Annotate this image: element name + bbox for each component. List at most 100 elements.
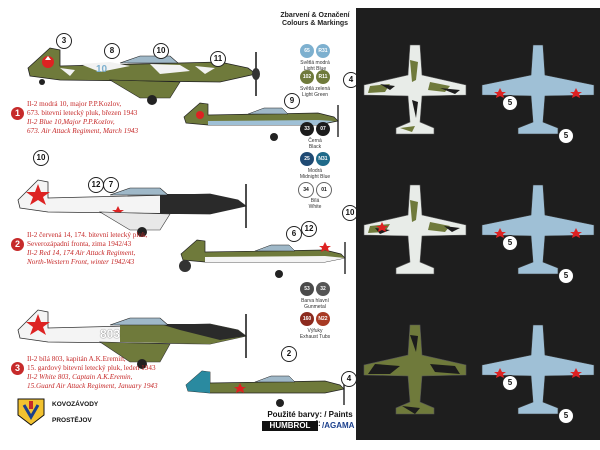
swatch-label-text: Gunmetal: [304, 304, 326, 310]
plan-bottom-2: [481, 184, 595, 275]
profile-3-callout-2: 2: [281, 346, 297, 362]
plan-bottom-1: [481, 44, 595, 135]
profile-1-callout-11: 11: [210, 51, 226, 67]
swatch-label-text: White: [308, 204, 322, 210]
profile-3-aircraft: [17, 309, 247, 369]
profile-1-callout-10: 10: [153, 43, 169, 59]
profile-3-number: 3: [11, 362, 24, 375]
profile-1-caption-cz-2: 673. bitevní letecký pluk, březen 1943: [27, 109, 138, 117]
swatch-code: 32: [316, 282, 330, 296]
plan-1-callout-5b: 5: [558, 128, 574, 144]
colours-title-cz: Zbarvení & Označení: [280, 12, 350, 19]
profile-1-caption: Il-2 modrá 10, major P.P.Kozlov, 673. bi…: [27, 100, 187, 136]
swatch-code: 01: [316, 182, 332, 198]
plan-3-callout-5b: 5: [558, 408, 574, 424]
swatch-label-text: Barva hlavní: [301, 298, 329, 304]
plan-2-callout-5b: 5: [558, 268, 574, 284]
humbrol-brand: HUMBROL: [262, 421, 318, 431]
plan-1-callout-5a: 5: [502, 95, 518, 111]
swatch-code: 65: [300, 44, 314, 58]
logo-line-2: PROSTĚJOV: [52, 417, 92, 424]
profile-3-caption-cz-2: 15. gardový bitevní letecký pluk, leden …: [27, 364, 156, 372]
profile-2-number: 2: [11, 238, 24, 251]
agama-brand: /AGAMA: [322, 421, 355, 430]
plan-2-callout-5a: 5: [502, 235, 518, 251]
profile-3-caption-en-1: Il-2 White 803, Captain A.K.Eremin,: [27, 373, 133, 381]
profile-2-callout-6: 6: [286, 226, 302, 242]
swatch-label-text: Černá: [308, 138, 322, 144]
profile-1-caption-cz-1: Il-2 modrá 10, major P.P.Kozlov,: [27, 100, 122, 108]
colours-title: Zbarvení & Označení Colours & Markings: [275, 12, 355, 28]
profile-1-callout-3: 3: [56, 33, 72, 49]
logo-line-1: KOVOZÁVODY: [52, 401, 99, 408]
swatch-code: 25: [300, 152, 314, 166]
profile-1-aircraft-underside: [183, 102, 339, 141]
swatch-label-text: Black: [308, 144, 322, 150]
fuselage-code-803: 803: [100, 327, 121, 341]
profile-2-caption-cz-2: Severozápadní fronta, zima 1942/43: [27, 240, 132, 248]
swatch-label-text: Light Green: [301, 92, 329, 98]
fuselage-code-10: 10: [96, 64, 108, 75]
profile-3-aircraft-underside: [185, 370, 345, 407]
swatch-code: 34: [298, 182, 314, 198]
swatch-code: 102: [300, 70, 314, 84]
profile-2-aircraft: [17, 179, 247, 237]
profile-2-callout-7: 7: [103, 177, 119, 193]
swatch-label-text: Modrá: [307, 168, 323, 174]
plan-bottom-3: [481, 324, 595, 415]
swatch-label-text: Light Blue: [303, 66, 327, 72]
profile-2-caption-cz-1: Il-2 červená 14, 174. bitevní letecký pl…: [27, 231, 148, 239]
profile-2-caption-en-2: North-Western Front, winter 1942/43: [27, 258, 135, 266]
swatch-label-text: Výfuky: [307, 328, 323, 334]
profile-2-caption: Il-2 červená 14, 174. bitevní letecký pl…: [27, 231, 197, 267]
logo-emblem-icon: [17, 398, 45, 426]
profile-3-callout-4: 4: [341, 371, 357, 387]
swatch-code: N22: [316, 312, 330, 326]
manufacturer-logo: KOVOZÁVODY PROSTĚJOV: [14, 395, 98, 447]
swatch-code: R11: [316, 70, 330, 84]
profile-2-callout-12b: 12: [301, 221, 317, 237]
swatch-code: 07: [316, 122, 330, 136]
profile-2-caption-en-1: Il-2 Red 14, 174 Air Attack Regiment,: [27, 249, 136, 257]
profile-1-caption-en-1: Il-2 Blue 10,Major P.P.Kozlov,: [27, 118, 115, 126]
plan-top-2: [363, 184, 467, 275]
profile-3-caption: Il-2 bílá 803, kapitán A.K.Eremin, 15. g…: [27, 355, 202, 391]
profile-2-callout-12: 12: [88, 177, 104, 193]
swatch-code: 160: [300, 312, 314, 326]
swatch-label-text: Exhaust Tubs: [299, 334, 331, 340]
profile-1-callout-9: 9: [284, 93, 300, 109]
swatch-label-text: Světlá modrá: [300, 60, 330, 66]
swatch-code: 33: [300, 122, 314, 136]
profile-1-callout-8: 8: [104, 43, 120, 59]
swatch-label-text: Světlá zelená: [299, 86, 331, 92]
profile-3-caption-cz-1: Il-2 bílá 803, kapitán A.K.Eremin,: [27, 355, 126, 363]
profile-2-callout-10: 10: [33, 150, 49, 166]
profile-3-caption-en-2: 15.Guard Air Attack Regiment, January 19…: [27, 382, 158, 390]
swatch-code: N31: [316, 152, 330, 166]
plan-top-1: [363, 44, 467, 135]
swatch-label-text: Midnight Blue: [299, 174, 331, 180]
profile-2-aircraft-underside: [179, 239, 346, 278]
swatch-code: R31: [316, 44, 330, 58]
profile-1-number: 1: [11, 107, 24, 120]
profile-1-caption-en-2: 673. Air Attack Regiment, March 1943: [27, 127, 139, 135]
swatch-label-text: Bílá: [310, 198, 320, 204]
colours-title-en: Colours & Markings: [281, 20, 349, 27]
plan-top-3: [363, 324, 467, 415]
profile-1-aircraft: [27, 47, 260, 105]
